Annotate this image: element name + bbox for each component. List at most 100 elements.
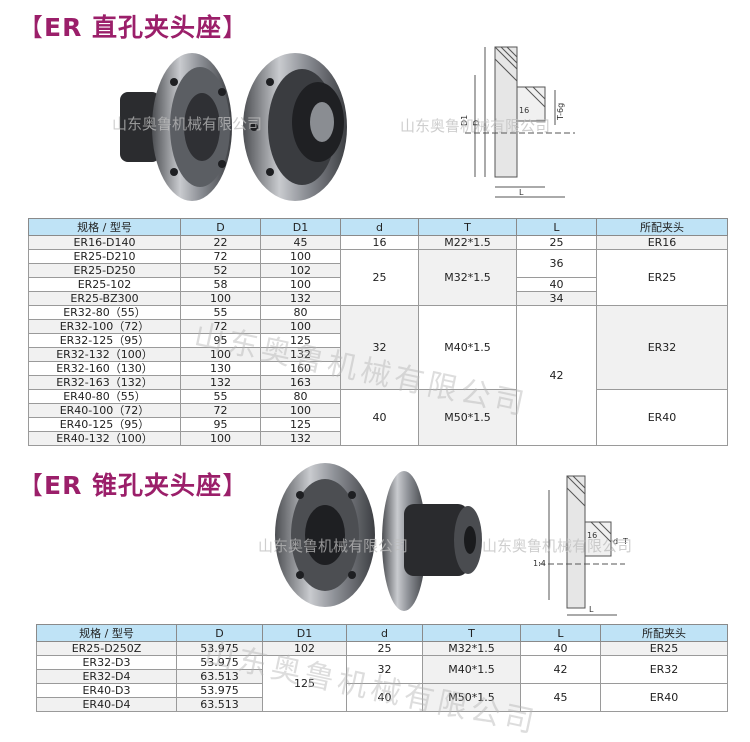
taper-chuck-photo-front	[382, 471, 482, 611]
cell-d1: 100	[260, 249, 341, 264]
cell-d: 22	[180, 235, 261, 250]
table-row: ER32-125（95） 95 125	[28, 333, 728, 348]
cell-length: 25	[516, 235, 597, 250]
cell-length: 42	[516, 305, 597, 446]
cell-d1: 100	[260, 319, 341, 334]
cell-model: ER40-D3	[36, 683, 177, 698]
column-header: D1	[260, 218, 341, 236]
section2-title: 【ER 锥孔夹头座】	[18, 471, 249, 500]
taper-chuck-drawing: 1:4 16 d T L	[533, 475, 628, 616]
cell-model: ER32-100（72）	[28, 319, 181, 334]
table-row: ER25-BZ300 100 132 34	[28, 291, 728, 306]
cell-length: 40	[516, 277, 597, 292]
cell-thread: M32*1.5	[418, 249, 517, 306]
cell-model: ER16-D140	[28, 235, 181, 250]
column-header: D	[176, 624, 263, 642]
cell-d: 72	[180, 403, 261, 418]
column-header: D1	[262, 624, 347, 642]
cell-d1: 100	[260, 403, 341, 418]
drawing-label-t: T	[622, 537, 628, 546]
cell-model: ER32-163（132）	[28, 375, 181, 390]
cell-thread: M50*1.5	[422, 683, 521, 712]
cell-d: 55	[180, 389, 261, 404]
table-row: ER40-100（72） 72 100	[28, 403, 728, 418]
cell-d1: 102	[260, 263, 341, 278]
drawing-label-l: L	[519, 188, 524, 197]
cell-thread: M22*1.5	[418, 235, 517, 250]
cell-d: 63.513	[176, 669, 263, 684]
cell-model: ER25-D250	[28, 263, 181, 278]
cell-model: ER40-80（55）	[28, 389, 181, 404]
cell-bore-d: 32	[340, 305, 419, 390]
cell-d1: 125	[260, 417, 341, 432]
table-row: ER32-132（100） 100 132	[28, 347, 728, 362]
column-header: L	[516, 218, 597, 236]
cell-model: ER32-D4	[36, 669, 177, 684]
taper-chuck-photo-back	[275, 463, 375, 607]
cell-length: 34	[516, 291, 597, 306]
straight-chuck-photo-front	[243, 53, 347, 201]
cell-d1: 102	[262, 641, 347, 656]
table-row: ER32-80（55） 55 80 32 M40*1.5 42 ER32	[28, 305, 728, 446]
cell-model: ER32-132（100）	[28, 347, 181, 362]
cell-collet: ER32	[596, 305, 728, 390]
straight-chuck-photo-back	[120, 53, 232, 201]
cell-length: 45	[520, 683, 601, 712]
cell-d1: 125	[260, 333, 341, 348]
cell-d: 100	[180, 291, 261, 306]
column-header: T	[418, 218, 517, 236]
cell-collet: ER25	[596, 249, 728, 306]
cell-d: 95	[180, 333, 261, 348]
cell-thread: M40*1.5	[418, 305, 517, 390]
cell-d1: 125	[262, 655, 347, 712]
cell-collet: ER40	[596, 389, 728, 446]
straight-chuck-drawing: D1 D T-6g 16 L	[460, 46, 575, 198]
table-row: ER32-160（130） 130 160	[28, 361, 728, 376]
cell-model: ER40-132（100）	[28, 431, 181, 446]
taper-chuck-spec-table: 规格 / 型号 D D1 d T L 所配夹头 ER25-D250Z 53.97…	[36, 624, 728, 712]
column-header: 所配夹头	[600, 624, 728, 642]
table-row: ER32-D3 53.975 125 32 M40*1.5 42 ER32	[36, 655, 728, 712]
cell-collet: ER32	[600, 655, 728, 684]
drawing-label-l: L	[589, 605, 594, 614]
straight-chuck-spec-table: 规格 / 型号 D D1 d T L 所配夹头 ER16-D140 22 45 …	[28, 218, 728, 446]
cell-model: ER25-D250Z	[36, 641, 177, 656]
table-header-row: 规格 / 型号 D D1 d T L 所配夹头	[28, 218, 728, 236]
cell-model: ER40-D4	[36, 697, 177, 712]
cell-collet: ER16	[596, 235, 728, 250]
drawing-label-taper: 1:4	[533, 559, 546, 568]
cell-collet: ER40	[600, 683, 728, 712]
cell-d1: 80	[260, 389, 341, 404]
table-row: ER40-132（100） 100 132	[28, 431, 728, 446]
cell-d1: 45	[260, 235, 341, 250]
column-header: d	[340, 218, 419, 236]
cell-d: 63.513	[176, 697, 263, 712]
cell-thread: M40*1.5	[422, 655, 521, 684]
cell-d1: 132	[260, 291, 341, 306]
cell-length: 42	[520, 655, 601, 684]
table-row: ER40-80（55） 55 80 40 M50*1.5 ER40	[28, 389, 728, 446]
column-header: d	[346, 624, 423, 642]
cell-d: 53.975	[176, 683, 263, 698]
table-row: ER40-D3 53.975 40 M50*1.5 45 ER40	[36, 683, 728, 712]
cell-d: 100	[180, 431, 261, 446]
column-header: L	[520, 624, 601, 642]
cell-d1: 132	[260, 431, 341, 446]
cell-length: 40	[520, 641, 601, 656]
cell-model: ER25-BZ300	[28, 291, 181, 306]
cell-d: 53.975	[176, 655, 263, 670]
cell-thread: M50*1.5	[418, 389, 517, 446]
cell-d: 100	[180, 347, 261, 362]
cell-model: ER25-D210	[28, 249, 181, 264]
cell-thread: M32*1.5	[422, 641, 521, 656]
cell-d1: 100	[260, 277, 341, 292]
cell-model: ER32-160（130）	[28, 361, 181, 376]
table-header-row: 规格 / 型号 D D1 d T L 所配夹头	[36, 624, 728, 642]
column-header: D	[180, 218, 261, 236]
cell-model: ER32-D3	[36, 655, 177, 670]
cell-bore-d: 25	[340, 249, 419, 306]
cell-d: 58	[180, 277, 261, 292]
cell-bore-d: 40	[340, 389, 419, 446]
cell-bore-d: 16	[340, 235, 419, 250]
section1-title: 【ER 直孔夹头座】	[18, 13, 249, 42]
